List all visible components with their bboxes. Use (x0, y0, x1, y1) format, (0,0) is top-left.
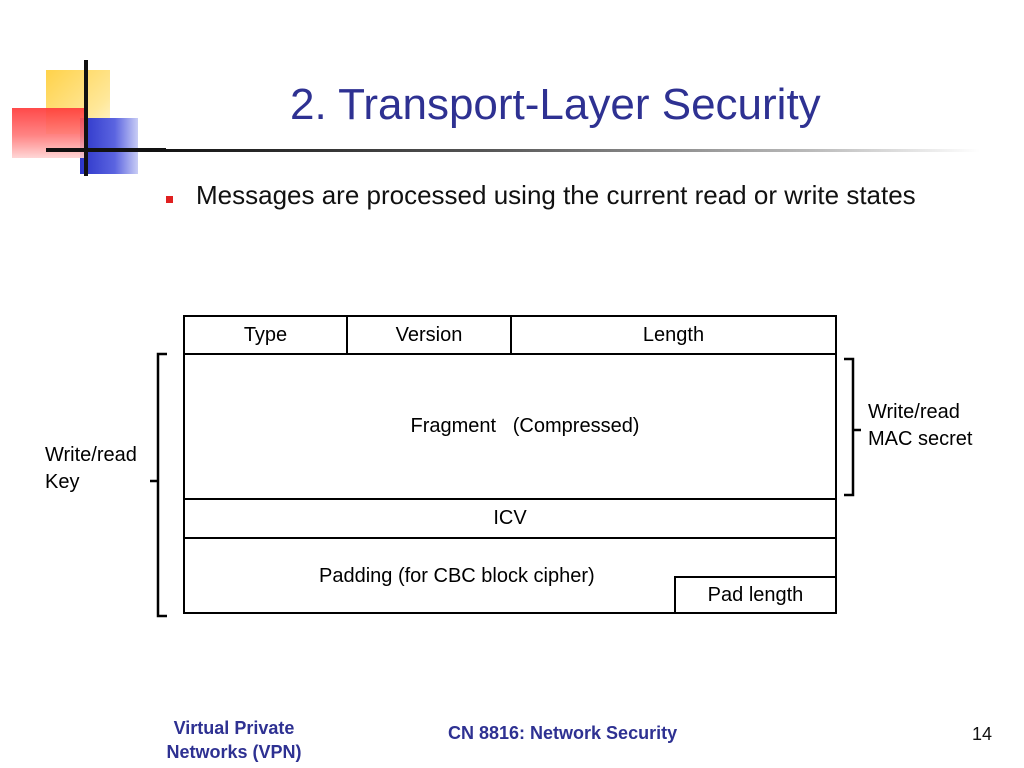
field-version-label: Version (395, 323, 463, 346)
right-brace-label-line-1: Write/read (868, 401, 960, 423)
field-fragment: Fragment (Compressed) (183, 353, 837, 500)
slide-title: 2. Transport-Layer Security (290, 80, 821, 129)
field-length: Length (510, 315, 837, 355)
left-brace-label: Write/read Key (45, 442, 137, 496)
field-pad-length: Pad length (674, 576, 837, 614)
footer-left: Virtual Private Networks (VPN) (134, 716, 334, 764)
field-padding-label: Padding (for CBC block cipher) (319, 565, 595, 587)
decor-horizontal-line (46, 148, 166, 152)
left-brace (150, 352, 167, 618)
page-number: 14 (971, 724, 992, 744)
bullet-marker (166, 196, 173, 203)
right-brace-label: Write/read MAC secret (868, 399, 972, 453)
footer-left-line-2: Networks (VPN) (166, 742, 302, 762)
footer-center: CN 8816: Network Security (448, 723, 678, 743)
decor-blue-square (80, 118, 138, 174)
field-type: Type (183, 315, 348, 355)
field-pad-length-label: Pad length (707, 583, 804, 606)
bullet-text: Messages are processed using the current… (196, 180, 916, 210)
right-brace-label-line-2: MAC secret (868, 428, 973, 450)
footer-left-line-1: Virtual Private (173, 718, 295, 738)
right-brace (844, 357, 861, 497)
field-icv-label: ICV (493, 507, 527, 529)
field-type-label: Type (243, 323, 288, 346)
decor-vertical-line (84, 60, 88, 176)
left-brace-label-line-1: Write/read (45, 444, 137, 466)
title-underline (150, 149, 980, 152)
field-icv: ICV (183, 498, 837, 539)
field-length-label: Length (642, 323, 705, 346)
field-fragment-label: Fragment (Compressed) (410, 415, 640, 437)
left-brace-label-line-2: Key (45, 471, 80, 493)
field-version: Version (346, 315, 512, 355)
